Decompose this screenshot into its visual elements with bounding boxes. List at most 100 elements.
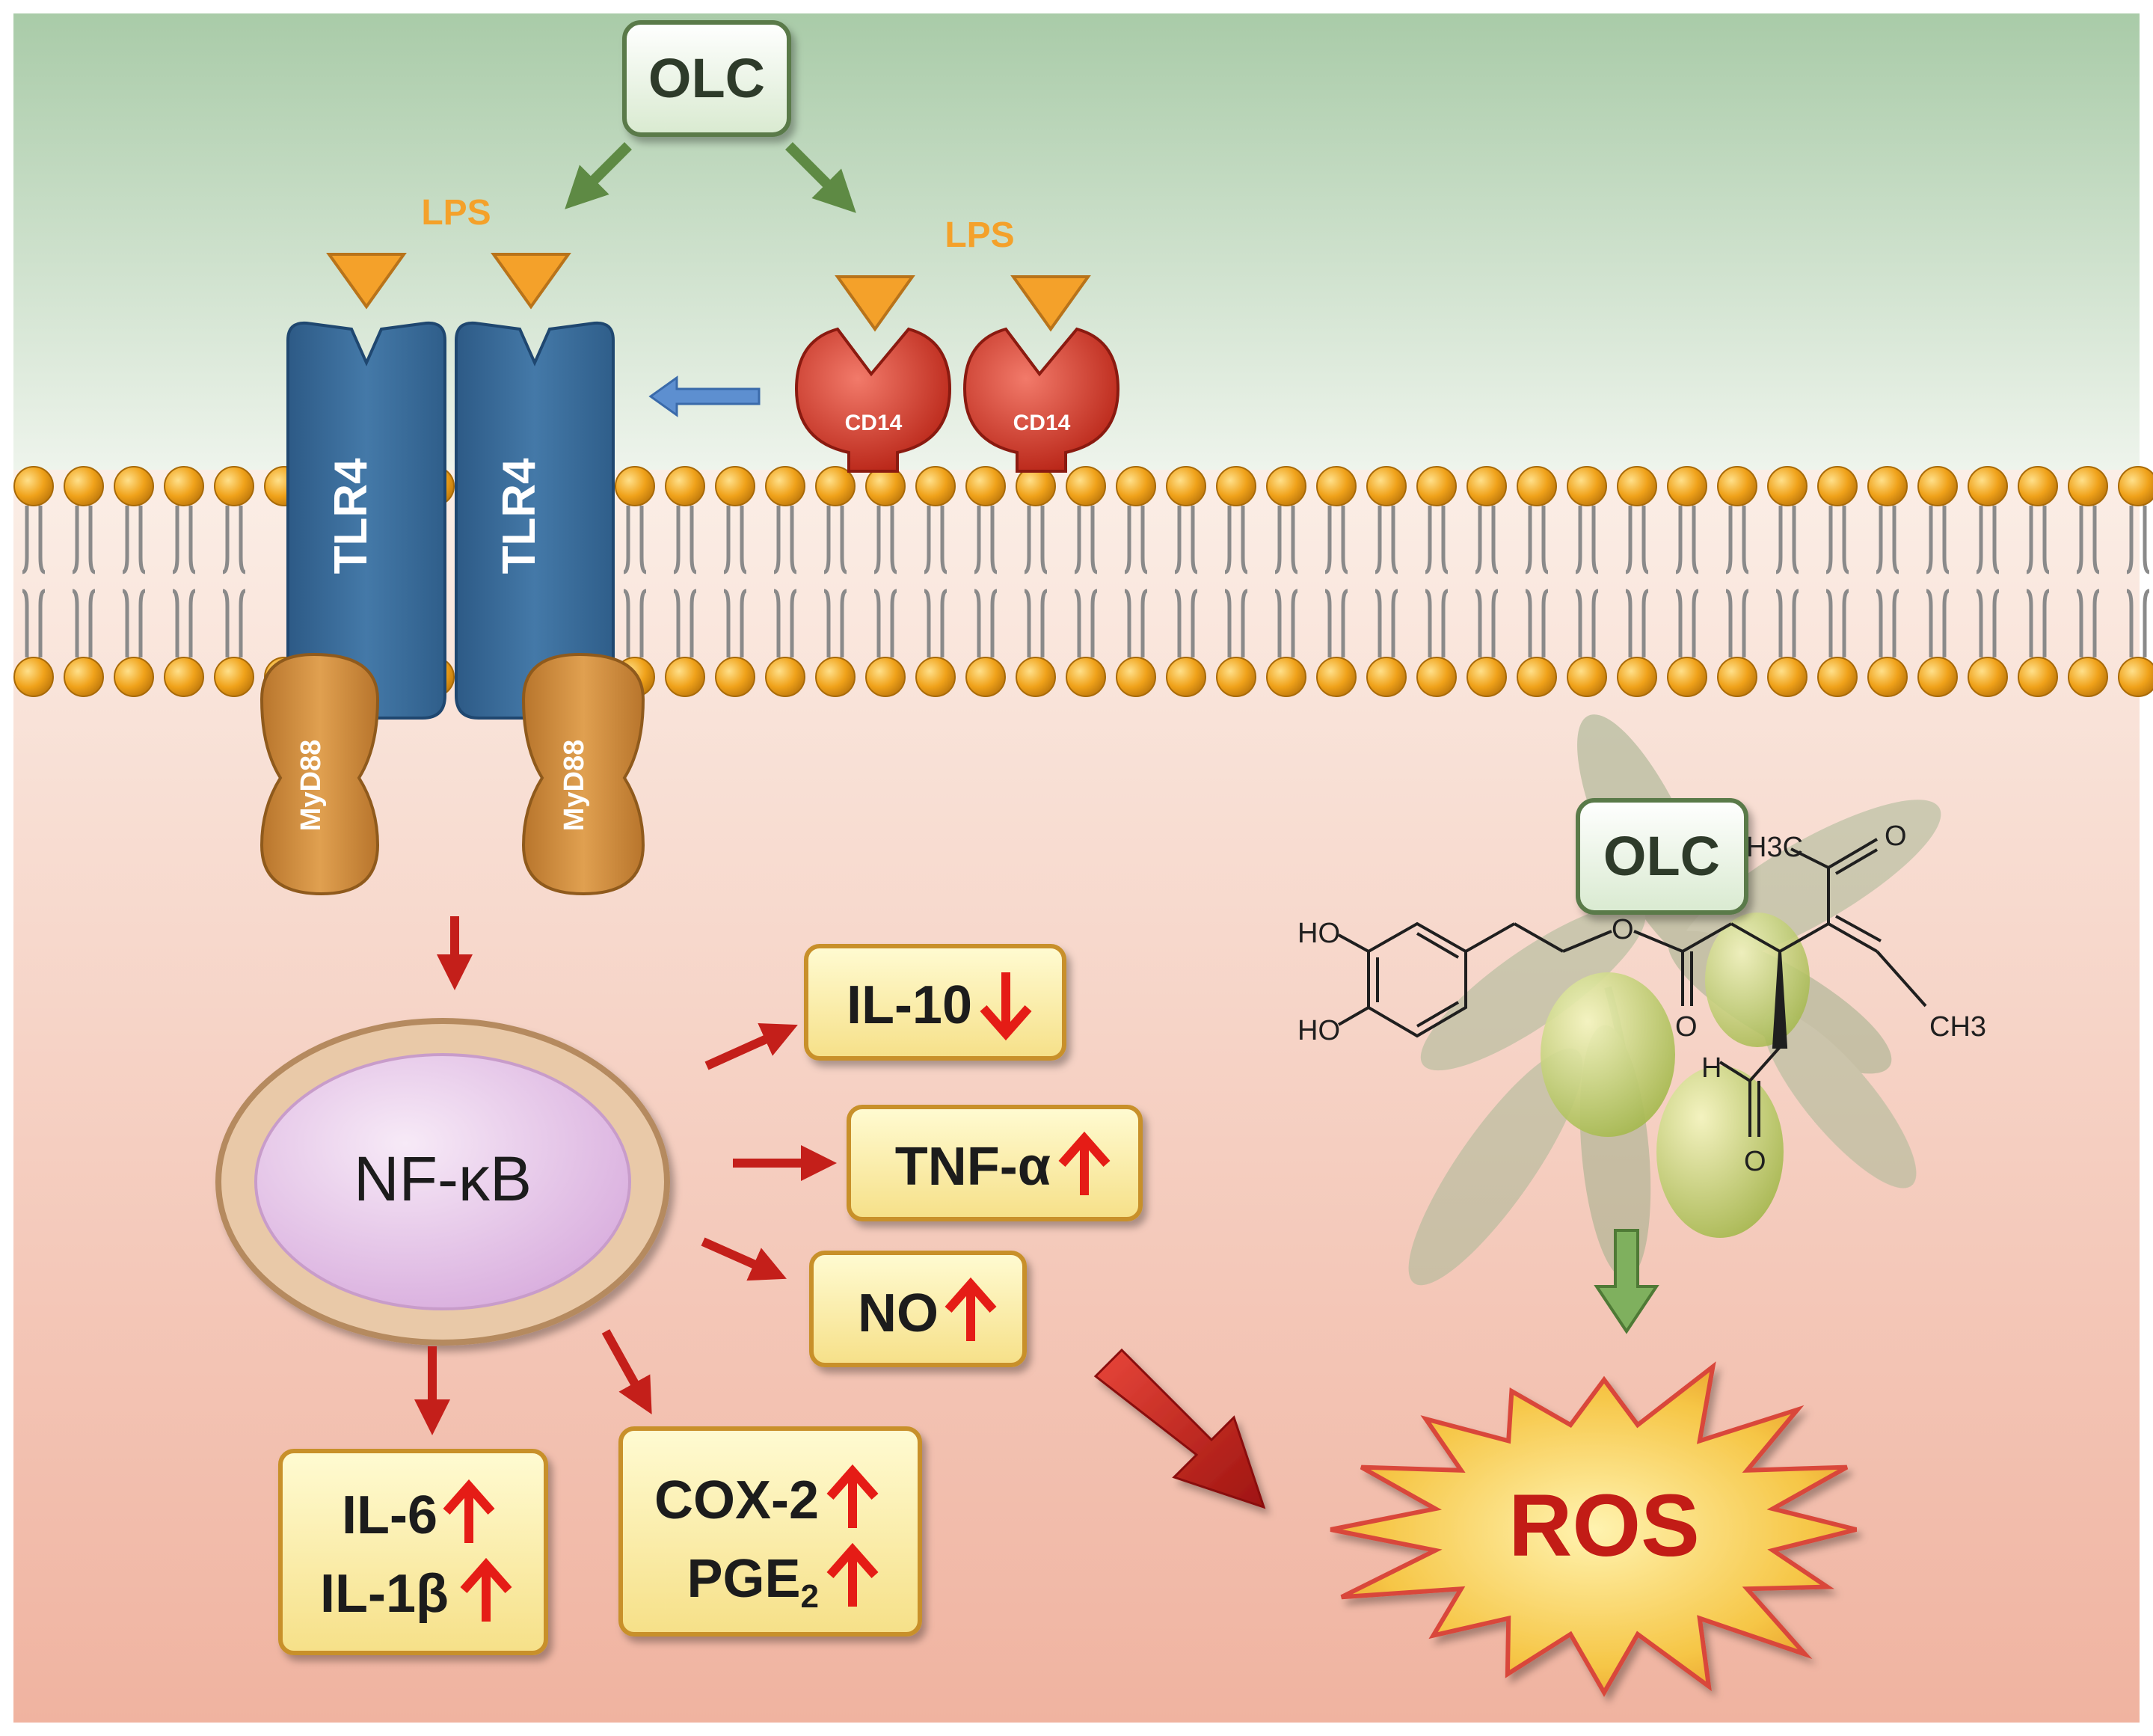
lipid-tail <box>1842 506 1849 574</box>
lipid-head <box>1116 466 1156 506</box>
lipid-tail <box>1174 506 1182 574</box>
lipid-tail <box>1675 589 1683 657</box>
lipid-head <box>815 466 856 506</box>
lipid-head <box>1517 657 1557 697</box>
lipid-head <box>13 657 54 697</box>
lps-label-right: LPS <box>945 215 1014 255</box>
lipid-tail <box>1541 589 1549 657</box>
lipid-tail <box>1375 506 1382 574</box>
lipid-head <box>1567 466 1607 506</box>
lipid-tail <box>840 589 847 657</box>
lipid-tail <box>1040 506 1048 574</box>
lipid-tail <box>689 589 697 657</box>
nfkb-complex: NF-κB <box>215 1018 670 1346</box>
lipid-tail <box>1525 506 1532 574</box>
h3c-text: H3C <box>1746 832 1803 863</box>
lipid-tail <box>2143 506 2150 574</box>
lipid-tail <box>740 506 747 574</box>
lipid-tail <box>974 506 981 574</box>
lipid-tail <box>1992 589 2000 657</box>
lipid-tail <box>1926 506 1933 574</box>
lipid-tail <box>1842 589 1849 657</box>
lipid-head <box>1466 657 1507 697</box>
up-arrow-icon <box>945 1277 997 1341</box>
lipid-tail <box>22 589 29 657</box>
lipid-tail <box>2143 589 2150 657</box>
lipid-head <box>214 466 254 506</box>
lipid-head <box>665 466 705 506</box>
lipid-tail <box>1775 506 1783 574</box>
o-ester-label: O <box>1612 914 1634 945</box>
up-arrow-icon <box>443 1479 495 1543</box>
lipid-tail <box>1926 589 1933 657</box>
nfkb-label: NF-κB <box>354 1144 532 1214</box>
lipid-tail <box>1892 589 1899 657</box>
il6-il1b-box: IL-6 IL-1β <box>278 1449 548 1655</box>
lipid-tail <box>1775 589 1783 657</box>
lipid-tail <box>1441 506 1449 574</box>
lipid-tail <box>840 506 847 574</box>
cox2-pge2-box: COX-2 PGE2 <box>618 1426 922 1637</box>
lipid-head <box>1968 466 2008 506</box>
lps-triangle <box>1010 275 1091 332</box>
lipid-tail <box>1625 506 1633 574</box>
lipid-tail <box>1475 589 1482 657</box>
lipid-tail <box>623 506 630 574</box>
lipid-head <box>1366 657 1407 697</box>
lipid-tail <box>1591 589 1599 657</box>
lipid-tail <box>1291 506 1298 574</box>
lipid-tail <box>1692 589 1699 657</box>
lipid-tail <box>239 589 246 657</box>
lipid-head <box>1216 466 1256 506</box>
lipid-tail <box>22 506 29 574</box>
lipid-tail <box>639 506 647 574</box>
lipid-head <box>1817 466 1858 506</box>
lipid-tail <box>1942 506 1950 574</box>
lipid-head <box>1416 657 1457 697</box>
lipid-head <box>1867 466 1908 506</box>
il1b-label: IL-1β <box>320 1564 449 1624</box>
lipid-head <box>715 466 755 506</box>
lipid-head <box>965 657 1006 697</box>
lipid-tail <box>38 506 46 574</box>
lipid-head <box>1817 657 1858 697</box>
tlr4-label-right: TLR4 <box>494 458 545 574</box>
lipid-tail <box>1241 506 1248 574</box>
lipid-tail <box>222 506 230 574</box>
myd88-right: MyD88 <box>521 652 645 896</box>
lipid-tail <box>1191 589 1198 657</box>
lipid-tail <box>890 589 897 657</box>
cd14-label-left: CD14 <box>845 411 903 435</box>
lipid-head <box>1767 466 1808 506</box>
olc-top-label: OLC <box>648 47 765 109</box>
lipid-head <box>1617 657 1657 697</box>
lipid-tail <box>88 506 96 574</box>
lipid-tail <box>790 589 797 657</box>
lipid-tail <box>1441 589 1449 657</box>
myd88-left: MyD88 <box>259 652 380 896</box>
lipid-tail <box>924 589 931 657</box>
lipid-tail <box>673 506 681 574</box>
up-arrow-icon <box>826 1464 879 1528</box>
nfkb-to-cox2-arrow <box>601 1329 652 1414</box>
lipid-head <box>1466 466 1507 506</box>
lipid-tail <box>1090 506 1098 574</box>
lipid-head <box>1216 657 1256 697</box>
lipid-tail <box>873 589 881 657</box>
pge2-text: PGE <box>687 1549 800 1609</box>
lipid-tail <box>1324 589 1332 657</box>
lipid-tail <box>1124 506 1131 574</box>
lipid-tail <box>1976 589 1983 657</box>
olc-to-tlr4-arrow <box>565 142 632 209</box>
lipid-tail <box>172 506 179 574</box>
lipid-head <box>1066 657 1106 697</box>
lipid-tail <box>673 589 681 657</box>
lipid-head <box>1416 466 1457 506</box>
tnfa-box: TNF-α <box>847 1105 1143 1221</box>
lps-label-left: LPS <box>421 193 491 233</box>
lipid-tail <box>723 589 731 657</box>
lipid-tail <box>188 589 196 657</box>
lipid-tail <box>1876 589 1883 657</box>
lipid-tail <box>1475 506 1482 574</box>
lipid-tail <box>1224 506 1232 574</box>
